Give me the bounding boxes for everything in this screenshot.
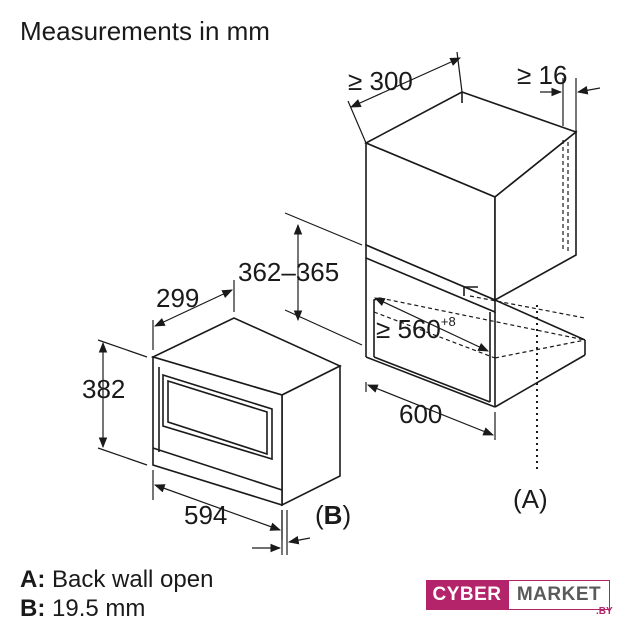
niche-depth-label: ≥ 560+8 xyxy=(376,314,456,345)
appliance-height-label: 382 xyxy=(82,374,126,404)
appliance-drawing xyxy=(150,317,342,507)
legend-b-text: 19.5 mm xyxy=(52,595,146,622)
niche-depth-value: ≥ 560 xyxy=(376,314,441,344)
logo-suffix: .BY xyxy=(596,606,613,617)
cybermarket-logo: CYBER MARKET .BY xyxy=(426,580,613,617)
legend-b: B: 19.5 mm xyxy=(20,595,145,623)
niche-height-label: 362–365 xyxy=(238,257,340,287)
niche-depth-tolerance: +8 xyxy=(440,314,456,329)
marker-b-close: ) xyxy=(342,500,352,530)
marker-a: (A) xyxy=(513,484,548,514)
marker-b-open: ( xyxy=(315,500,324,530)
legend-a: A: Back wall open xyxy=(20,566,213,594)
marker-b-letter: B xyxy=(323,500,343,530)
appliance-depth-label: 299 xyxy=(156,283,200,313)
logo-cyber: CYBER xyxy=(426,580,508,610)
legend-a-key: A: xyxy=(20,566,46,593)
legend-a-text: Back wall open xyxy=(52,566,214,593)
legend-b-key: B: xyxy=(20,595,46,622)
dimension-lines xyxy=(97,51,601,555)
logo-market: MARKET xyxy=(508,580,610,610)
cabinet-drawing xyxy=(364,91,586,408)
appliance-width-label: 594 xyxy=(184,500,228,530)
top-gap-label: ≥ 16 xyxy=(517,60,568,90)
marker-b: (B) xyxy=(315,500,351,531)
cabinet-depth-label: ≥ 300 xyxy=(348,66,413,96)
niche-width-label: 600 xyxy=(399,399,443,429)
page-title: Measurements in mm xyxy=(20,16,270,46)
